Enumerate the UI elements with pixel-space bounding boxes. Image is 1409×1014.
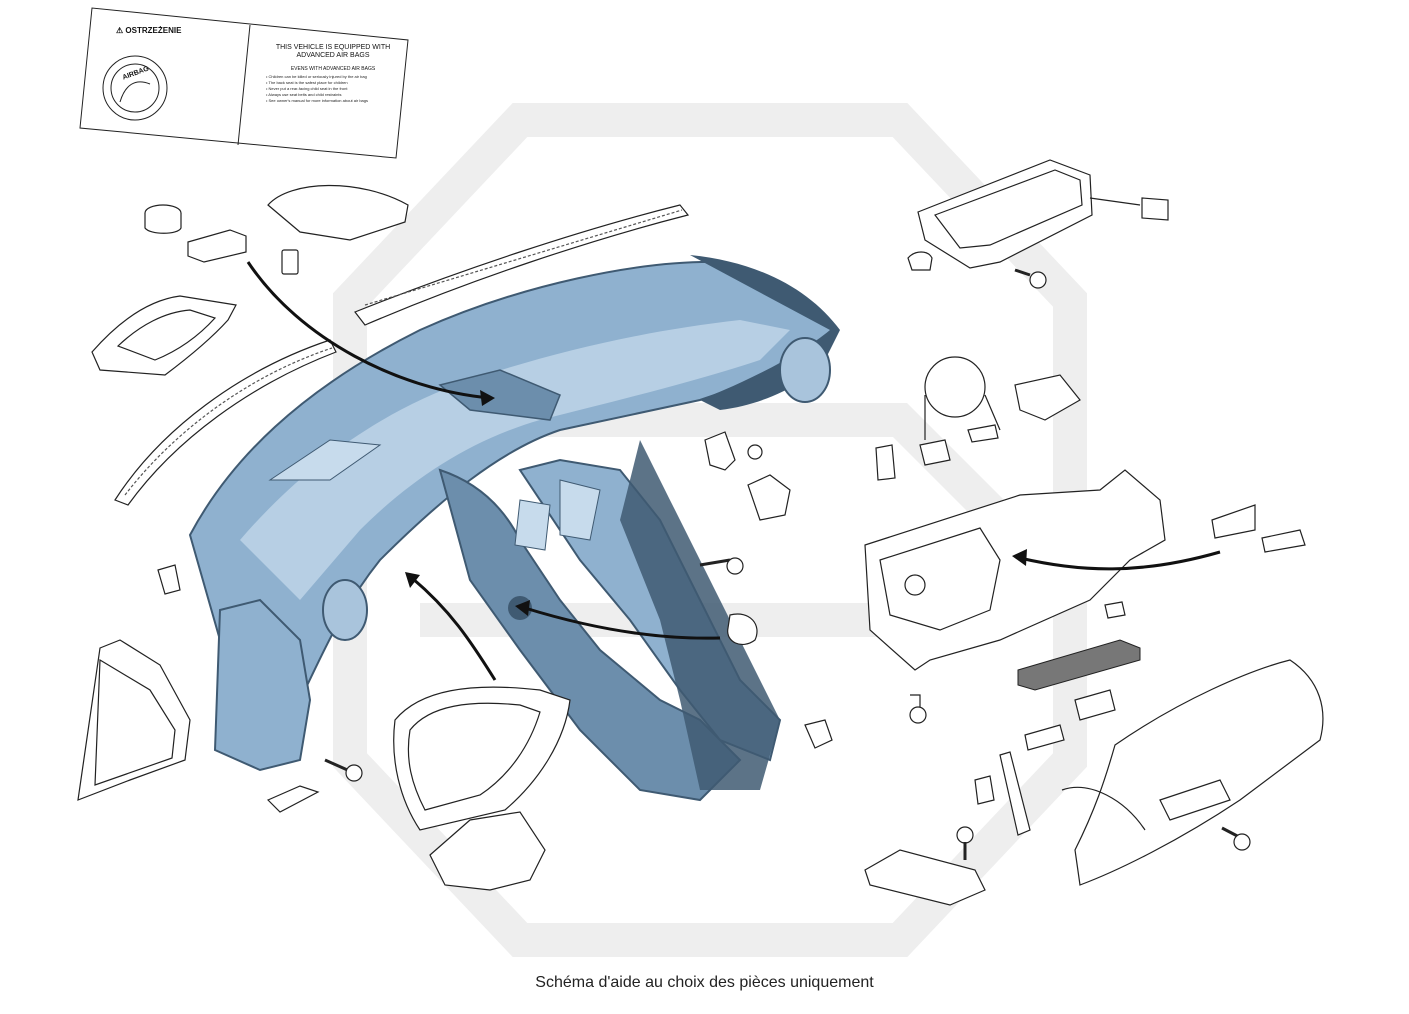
equipped-line: • Children can be killed or seriously in… — [266, 74, 367, 79]
glove-box-housing[interactable] — [864, 469, 1166, 671]
arrow-heads — [405, 390, 1027, 616]
equipped-subtitle: EVENS WITH ADVANCED AIR BAGS — [290, 66, 376, 72]
bracket-clip-center[interactable] — [699, 431, 833, 749]
passenger-airbag[interactable] — [907, 159, 1169, 289]
equipped-line: • The back seat is the safest place for … — [266, 80, 348, 85]
defroster-trim-strip[interactable] — [354, 204, 690, 326]
diagram-caption: Schéma d'aide au choix des pièces unique… — [535, 974, 874, 991]
instrument-cluster[interactable] — [393, 686, 571, 831]
vent-bezel[interactable] — [91, 295, 237, 376]
small-clip-left[interactable] — [157, 564, 320, 813]
equipped-title: THIS VEHICLE IS EQUIPPED WITH ADVANCED A… — [275, 44, 391, 59]
side-defroster-strip[interactable] — [114, 339, 337, 506]
equipped-lines: • Children can be killed or seriously in… — [266, 74, 404, 104]
equipped-line: • Always use seat belts and child restra… — [266, 92, 342, 97]
glove-box-latches[interactable] — [909, 504, 1306, 860]
glove-box-lid[interactable] — [1061, 659, 1324, 886]
sensor-harness[interactable] — [875, 356, 1081, 481]
assembly-arrows — [246, 261, 1221, 681]
label-text-panel: ⚠ OSTRZEŻENIE AIRBAG THIS VEHICLE IS EQU… — [80, 8, 408, 158]
screw-left[interactable] — [324, 758, 363, 782]
equipped-line: • See owner's manual for more informatio… — [266, 98, 368, 103]
side-panel-left[interactable] — [77, 639, 191, 801]
lower-trim-tray[interactable] — [864, 849, 986, 906]
dashboard-panel[interactable] — [188, 255, 840, 802]
glove-box-seal[interactable] — [1017, 639, 1141, 691]
airbag-cover-cap[interactable] — [267, 184, 409, 275]
equipped-line: • Never put a rear-facing child seat in … — [266, 86, 348, 91]
airbag-warning-label — [79, 7, 409, 159]
warning-title: ⚠ OSTRZEŻENIE — [116, 26, 182, 35]
airbag-word: AIRBAG — [121, 65, 150, 82]
cluster-housing[interactable] — [429, 811, 546, 891]
foam-pad[interactable] — [144, 204, 247, 263]
